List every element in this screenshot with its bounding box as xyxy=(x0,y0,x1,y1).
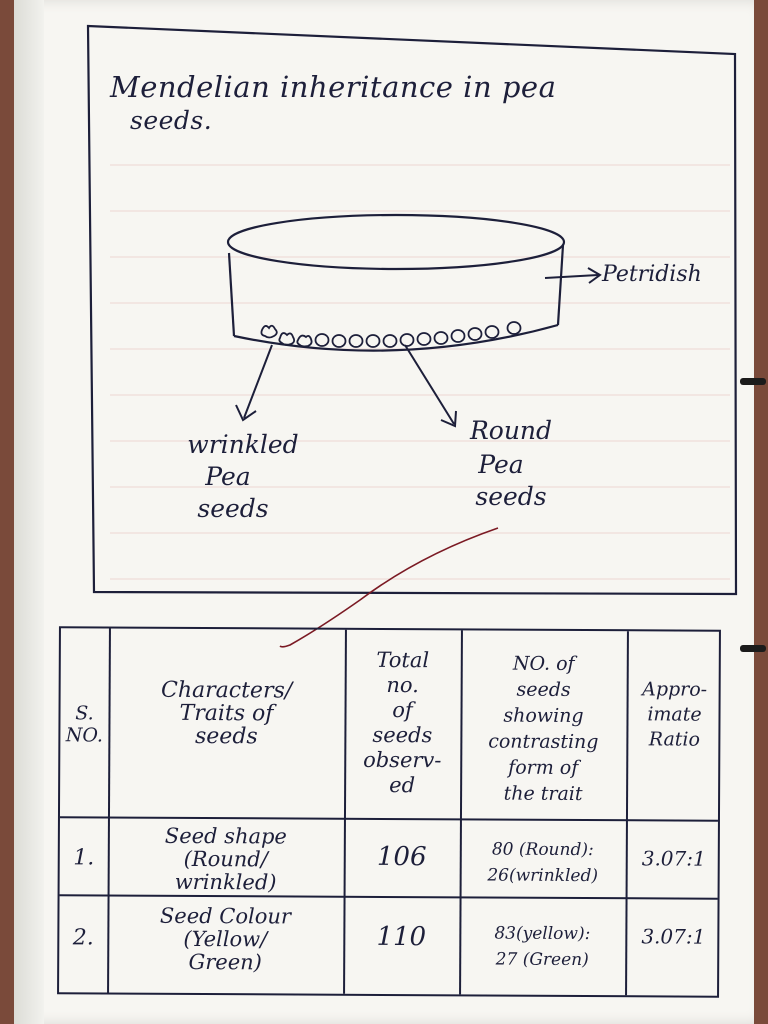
round-seed xyxy=(382,334,398,348)
wrinkled-label-line3: seeds xyxy=(197,494,269,523)
round-seed xyxy=(506,321,522,335)
round-seed xyxy=(433,331,449,345)
petridish-rim xyxy=(226,213,566,271)
row-total: 110 xyxy=(376,921,427,953)
round-seed xyxy=(416,332,432,346)
row-ratio: 3.07:1 xyxy=(641,846,706,871)
round-seed xyxy=(484,325,500,339)
header-total: Total no. of seeds observ- ed xyxy=(363,647,442,798)
round-seeds xyxy=(314,321,522,348)
wrinkled-seed xyxy=(278,332,296,346)
round-label-line3: seeds xyxy=(475,482,547,511)
wrinkled-arrow xyxy=(235,344,273,422)
diagram-title-line1: Mendelian inheritance in pea xyxy=(110,70,557,104)
diagram-title-line2: seeds. xyxy=(130,106,213,135)
petridish-right-wall xyxy=(556,244,565,326)
row-ratio: 3.07:1 xyxy=(641,924,706,949)
table-row: 1. Seed shape (Round/ wrinkled) 106 80 (… xyxy=(61,628,719,895)
petridish-left-wall xyxy=(227,252,236,337)
round-seed xyxy=(399,333,415,347)
row-sno: 2. xyxy=(72,925,94,951)
row-sno: 1. xyxy=(73,845,95,871)
page-binding xyxy=(14,0,44,1024)
petridish-base xyxy=(233,323,559,352)
round-arrow xyxy=(404,344,457,428)
header-character: Characters/ Traits of seeds xyxy=(160,677,293,750)
header-sno: S. NO. xyxy=(65,702,104,747)
wrinkled-seed xyxy=(296,334,313,348)
row-character: Seed shape (Round/ wrinkled) xyxy=(164,823,287,895)
diagram-frame xyxy=(86,24,738,596)
wrinkled-label-line1: wrinkled xyxy=(187,430,299,459)
round-seed xyxy=(348,334,364,348)
round-label-line1: Round xyxy=(469,416,553,445)
wrinkled-seed xyxy=(260,324,278,339)
row-showing: 83(yellow): 27 (Green) xyxy=(494,923,591,971)
round-seed xyxy=(331,334,347,348)
table-divider xyxy=(59,816,718,822)
header-ratio: Appro- imate Ratio xyxy=(642,678,708,751)
row-showing: 80 (Round): 26(wrinkled) xyxy=(487,839,599,887)
row-total: 106 xyxy=(376,841,427,873)
row-character: Seed Colour (Yellow/ Green) xyxy=(159,903,292,975)
notebook-page xyxy=(14,0,754,1024)
wrinkled-label-line2: Pea xyxy=(205,462,251,491)
round-seed xyxy=(314,333,330,347)
table-divider xyxy=(59,894,718,900)
red-pen-stroke xyxy=(279,527,499,648)
binder-clip-top xyxy=(740,378,766,385)
header-showing: NO. of seeds showing contrasting form of… xyxy=(488,652,599,806)
table-row: 2. Seed Colour (Yellow/ Green) 110 83(ye… xyxy=(61,628,719,975)
round-seed xyxy=(365,334,381,348)
table-header-row: S. NO. Characters/ Traits of seeds Total… xyxy=(61,628,719,805)
round-label-line2: Pea xyxy=(478,450,524,479)
observation-table: S. NO. Characters/ Traits of seeds Total… xyxy=(57,626,721,998)
bleed-through-text xyxy=(110,120,730,600)
petridish-arrow xyxy=(544,267,602,284)
round-seed xyxy=(467,327,483,341)
wrinkled-seeds xyxy=(260,324,313,348)
petridish-label: Petridish xyxy=(602,262,702,287)
binder-clip-bottom xyxy=(740,645,766,652)
round-seed xyxy=(450,329,466,343)
